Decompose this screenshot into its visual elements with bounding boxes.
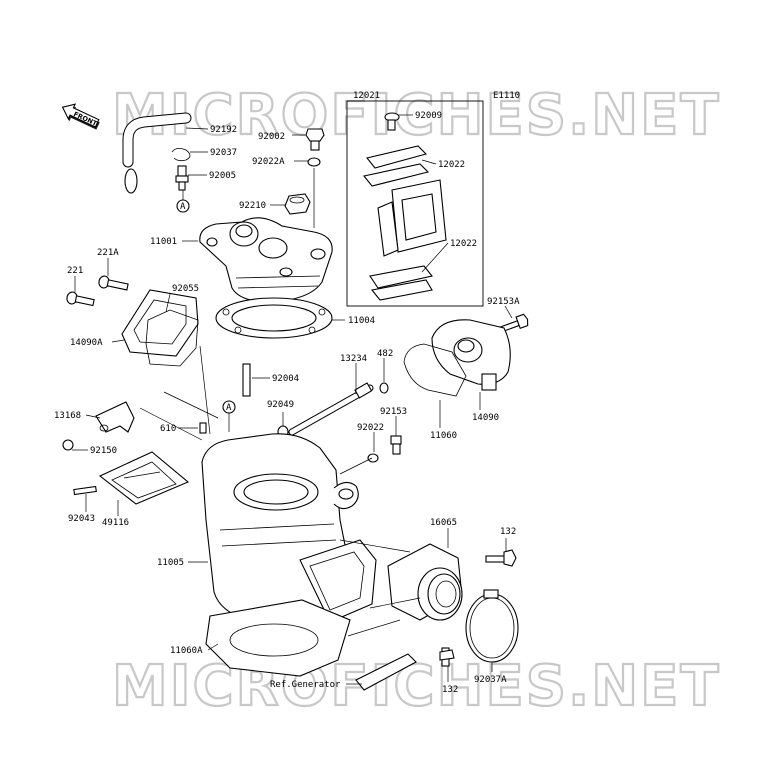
label-13234: 13234 [340,354,367,364]
diagram-id: E1110 [493,91,520,101]
head-gasket-11004 [215,297,333,339]
cover-14090 [431,319,511,391]
lever-13168 [95,401,135,433]
label-11005: 11005 [157,558,184,568]
hose-92192 [122,112,192,194]
clamp-92037A [465,589,519,663]
watermark-top: MICROFICHES.NET [112,83,721,148]
nut-92210 [284,193,311,215]
label-12021: 12021 [353,91,380,101]
bolt-92153 [390,435,402,455]
label-16065: 16065 [430,518,457,528]
bolt-221A [98,275,129,291]
exhaust-valve-49116 [98,451,190,505]
label-92043: 92043 [68,514,95,524]
label-11060A: 11060A [170,646,203,656]
stud-92004 [242,363,251,397]
washer-92022 [367,453,379,463]
label-49116: 49116 [102,518,129,528]
washer-482 [379,382,389,394]
label-11060: 11060 [430,431,457,441]
label-12022-top: 12022 [438,160,465,170]
label-92192: 92192 [210,125,237,135]
label-ref-generator: Ref.Generator [270,680,341,690]
pin-610 [199,422,207,434]
label-92004: 92004 [272,374,299,384]
cover-14090A [121,289,199,357]
svg-text:FRONT: FRONT [72,110,98,128]
gasket-11060 [403,343,467,397]
part-labels: 12021 92009 92192 92002 92037 92022A 120… [54,91,520,695]
cylinder-head-11001 [199,217,333,303]
reed-plate-12022-top [366,145,428,169]
label-92037: 92037 [210,148,237,158]
label-13168: 13168 [54,411,81,421]
bolt-221 [66,291,95,307]
label-221: 221 [67,266,83,276]
label-14090: 14090 [472,413,499,423]
leader-lines [72,114,513,685]
label-12022-bottom: 12022 [450,239,477,249]
bolt-132-top [485,549,517,567]
label-92049: 92049 [267,400,294,410]
label-92055: 92055 [172,284,199,294]
watermark-bottom: MICROFICHES.NET [112,654,721,719]
reed-valve-12021 [377,179,447,257]
label-92150: 92150 [90,446,117,456]
label-92210: 92210 [239,201,266,211]
bolt-92150 [62,439,74,451]
clip-92037 [171,148,191,162]
front-arrow-icon: FRONT [61,103,100,130]
label-14090A: 14090A [70,338,103,348]
label-132-bottom: 132 [442,685,458,695]
bolt-92002 [305,128,325,151]
label-92022: 92022 [357,423,384,433]
label-92009: 92009 [415,111,442,121]
label-callout-a: A [180,202,186,212]
shaft-13234 [288,382,374,436]
label-92153A: 92153A [487,297,520,307]
label-11004: 11004 [348,316,375,326]
pin-92043 [73,485,97,496]
reed-valve-group-box [346,100,484,307]
label-11001: 11001 [150,237,177,247]
bolt-132-bottom [439,647,455,667]
label-92037A: 92037A [474,675,507,685]
ref-generator-part [355,653,417,691]
bolt-92153A [499,313,529,333]
label-92153: 92153 [380,407,407,417]
label-92022A: 92022A [252,157,285,167]
label-132-top: 132 [500,527,516,537]
washer-92022A [307,157,321,167]
seal-92055 [145,309,199,367]
label-92005: 92005 [209,171,236,181]
label-callout-a-2: A [226,403,232,413]
cylinder-11005 [201,433,377,623]
screw-92009 [384,112,400,131]
label-610: 610 [160,424,176,434]
base-gasket-11060A [205,599,351,677]
label-482: 482 [377,349,393,359]
intake-16065 [387,543,463,621]
label-92002: 92002 [258,132,285,142]
label-221A: 221A [97,248,119,258]
fitting-92005 [175,165,189,191]
reed-plate-12022-bottom [369,265,433,289]
